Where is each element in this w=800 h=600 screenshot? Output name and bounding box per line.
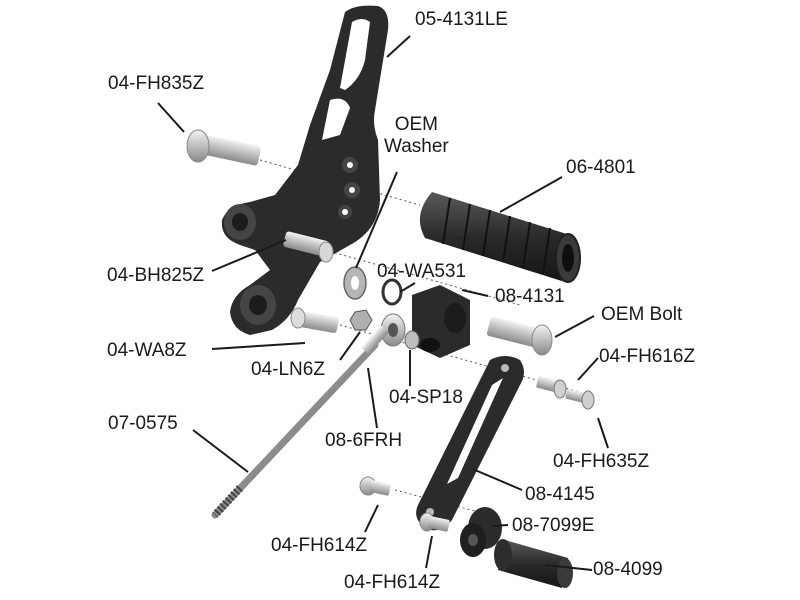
label-08-7099E: 08-7099E xyxy=(512,515,595,536)
label-04-FH614Z-a: 04-FH614Z xyxy=(271,535,368,556)
oem-bolt xyxy=(486,316,553,356)
label-oem-bolt: OEM Bolt xyxy=(601,304,683,325)
label-oem-washer: OEM Washer xyxy=(384,114,449,157)
bolt-04-FH835Z xyxy=(186,129,261,166)
label-04-BH825Z: 04-BH825Z xyxy=(107,265,205,286)
bolt-04-FH616Z xyxy=(536,376,567,399)
oem-washer xyxy=(343,266,367,300)
label-05-4131LE: 05-4131LE xyxy=(415,9,508,30)
label-08-6FRH: 08-6FRH xyxy=(325,430,403,451)
label-06-4801: 06-4801 xyxy=(566,157,636,178)
part-08-7099E xyxy=(460,507,502,557)
nut-04-LN6Z xyxy=(349,309,373,331)
label-04-FH635Z: 04-FH635Z xyxy=(553,451,650,472)
label-04-FH616Z: 04-FH616Z xyxy=(599,346,696,367)
label-04-SP18: 04-SP18 xyxy=(389,387,463,408)
label-08-4145: 08-4145 xyxy=(525,484,595,505)
label-08-4131: 08-4131 xyxy=(495,286,565,307)
label-04-WA8Z: 04-WA8Z xyxy=(107,340,187,361)
label-08-4099: 08-4099 xyxy=(593,559,663,580)
rod-end-08-6FRH xyxy=(361,313,406,355)
label-04-LN6Z: 04-LN6Z xyxy=(251,359,325,380)
bolt-04-FH614Z-a xyxy=(359,476,391,496)
label-04-WA531: 04-WA531 xyxy=(377,261,467,282)
part-08-4099 xyxy=(494,539,573,588)
lever-08-4145 xyxy=(416,356,524,531)
grip-06-4801 xyxy=(419,192,581,283)
label-04-FH835Z: 04-FH835Z xyxy=(108,73,205,94)
rod-07-0575 xyxy=(211,341,379,519)
washer-04-WA531 xyxy=(381,278,403,306)
label-07-0575: 07-0575 xyxy=(108,413,178,434)
bracket-05-4131LE xyxy=(221,5,389,335)
spacer-04-SP18 xyxy=(404,330,420,350)
leader-lines xyxy=(157,35,609,571)
bolt-04-BH825Z xyxy=(283,231,334,263)
label-04-FH614Z-b: 04-FH614Z xyxy=(344,572,441,593)
bolt-04-WA8Z xyxy=(290,307,339,333)
bolt-04-FH635Z xyxy=(565,389,595,410)
block-08-4131 xyxy=(412,285,470,358)
bolt-04-FH614Z-b xyxy=(419,512,450,532)
